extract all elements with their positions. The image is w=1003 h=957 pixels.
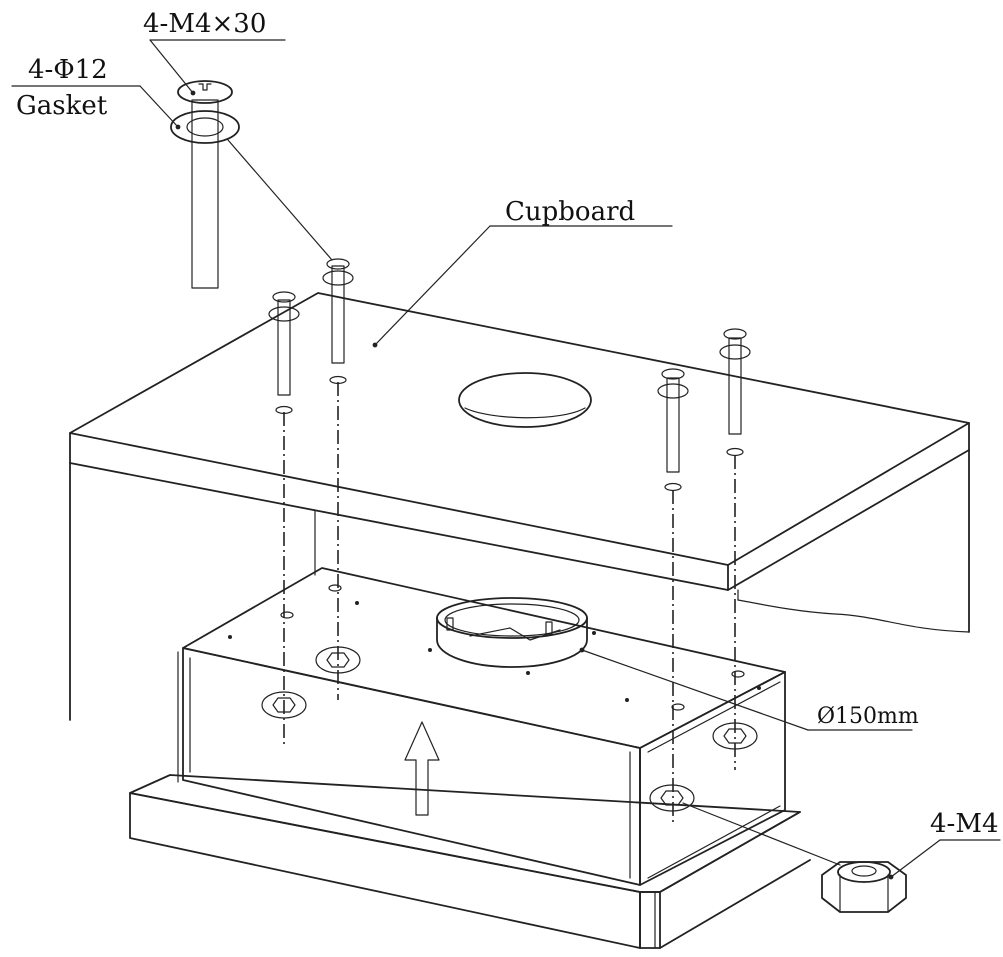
cupboard [69, 292, 970, 721]
gasket [170, 110, 240, 144]
nut-spec-label: 4-M4 [930, 809, 999, 839]
enlarged-screw [170, 80, 240, 289]
screw [268, 291, 300, 396]
screw [657, 368, 689, 473]
nut-detail [821, 861, 907, 913]
hood-nut [649, 784, 695, 812]
hood-body [129, 567, 811, 949]
cupboard-duct-hole [458, 372, 592, 428]
duct-collar [436, 597, 588, 668]
duct-diameter-label: Ø150mm [817, 704, 919, 729]
cupboard-label: Cupboard [505, 197, 635, 227]
screw-spec-label: 4-M4×30 [143, 9, 266, 39]
gasket-name-label: Gasket [16, 91, 108, 121]
up-arrow-icon [404, 721, 440, 816]
screw [322, 258, 354, 364]
alignment-lines [283, 382, 736, 825]
screw [719, 328, 751, 435]
gasket-spec-label: 4-Φ12 [28, 55, 108, 85]
